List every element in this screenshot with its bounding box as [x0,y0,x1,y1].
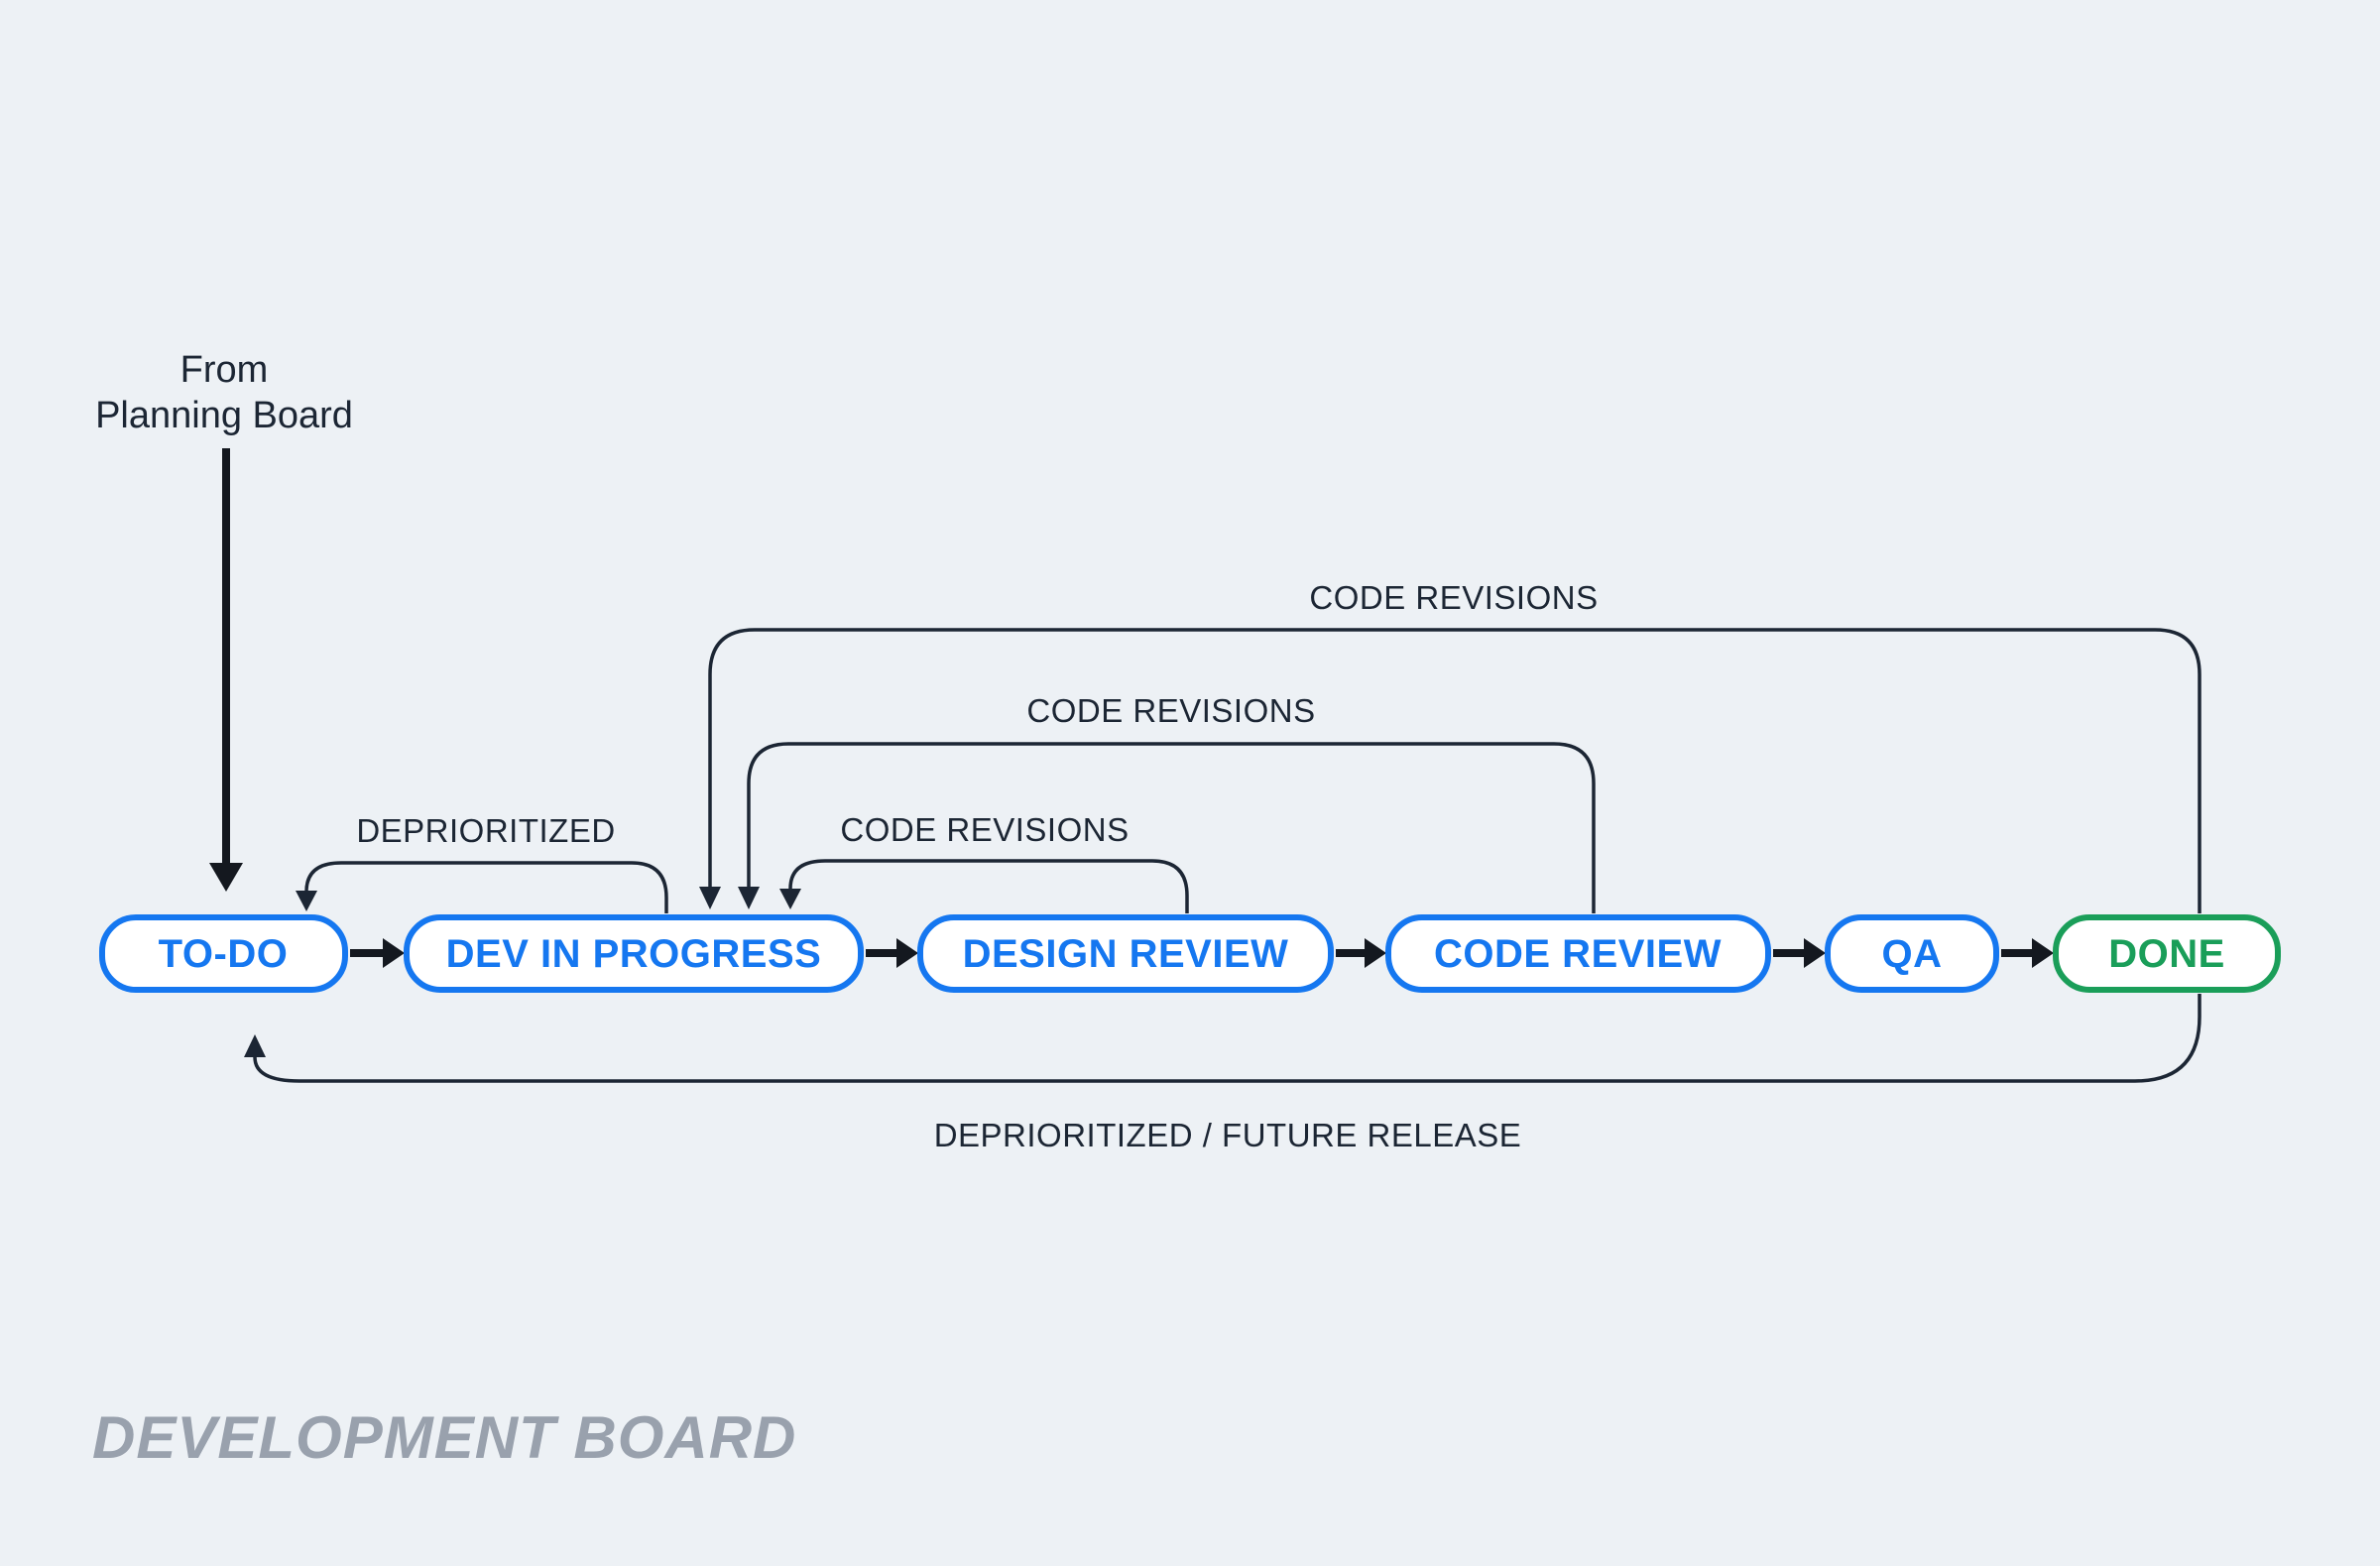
edge-dev-to-design-review [866,938,918,968]
code-revisions-middle-path [747,742,1596,913]
deprioritized-future-release-path [253,994,2202,1083]
code-review-box [1385,914,1771,993]
code-revisions-middle-arrow-head [738,887,760,909]
node-dev-in-progress: DEV IN PROGRESS [404,914,864,993]
edge-todo-to-dev [350,938,405,968]
qa-label: QA [1882,932,1943,976]
node-todo: TO-DO [99,914,348,993]
todo-box [99,914,348,993]
deprioritized-future-release-arrow-head [244,1034,266,1057]
dev-to-design-review-arrow-head [896,938,918,968]
deprioritized-future-release-label: DEPRIORITIZED / FUTURE RELEASE [934,1117,1522,1153]
planning-source-label-line1: From [180,349,269,391]
done-label: DONE [2108,932,2225,976]
planning-source-label-line2: Planning Board [95,395,353,436]
board-title: DEVELOPMENT BOARD [92,1404,796,1471]
node-done: DONE [2053,914,2281,993]
code-revisions-inner-arrow-head [779,889,801,909]
deprioritized-path [304,861,668,913]
edge-code-revisions-top: CODE REVISIONS [699,579,2202,913]
todo-label: TO-DO [159,932,289,976]
code-revisions-inner-label: CODE REVISIONS [840,811,1129,848]
dev-in-progress-label: DEV IN PROGRESS [446,932,822,976]
planning-arrow-head [209,863,243,892]
edge-qa-to-done [2001,938,2054,968]
code-review-label: CODE REVIEW [1434,932,1722,976]
done-box [2053,914,2281,993]
edge-design-review-to-code-review [1336,938,1386,968]
design-review-to-code-review-arrow-head [1365,938,1386,968]
edge-from-planning-board: From Planning Board [95,349,353,892]
edge-code-review-to-qa [1773,938,1826,968]
code-review-to-qa-arrow-head [1804,938,1826,968]
qa-to-done-arrow-head [2032,938,2054,968]
edge-code-revisions-middle: CODE REVISIONS [738,692,1596,913]
node-design-review: DESIGN REVIEW [917,914,1334,993]
node-code-review: CODE REVIEW [1385,914,1771,993]
deprioritized-arrow-head [296,891,317,911]
design-review-box [917,914,1334,993]
dev-in-progress-box [404,914,864,993]
todo-to-dev-arrow-head [383,938,405,968]
design-review-label: DESIGN REVIEW [963,932,1289,976]
code-revisions-top-arrow-head [699,887,721,909]
deprioritized-label: DEPRIORITIZED [356,812,615,849]
code-revisions-top-path [708,628,2202,913]
edge-deprioritized: DEPRIORITIZED [296,812,668,913]
edge-deprioritized-future-release: DEPRIORITIZED / FUTURE RELEASE [244,994,2202,1153]
qa-box [1825,914,1999,993]
code-revisions-top-label: CODE REVISIONS [1309,579,1598,616]
code-revisions-middle-label: CODE REVISIONS [1026,692,1315,729]
edge-code-revisions-inner: CODE REVISIONS [779,811,1189,913]
code-revisions-inner-path [788,859,1189,913]
node-qa: QA [1825,914,1999,993]
